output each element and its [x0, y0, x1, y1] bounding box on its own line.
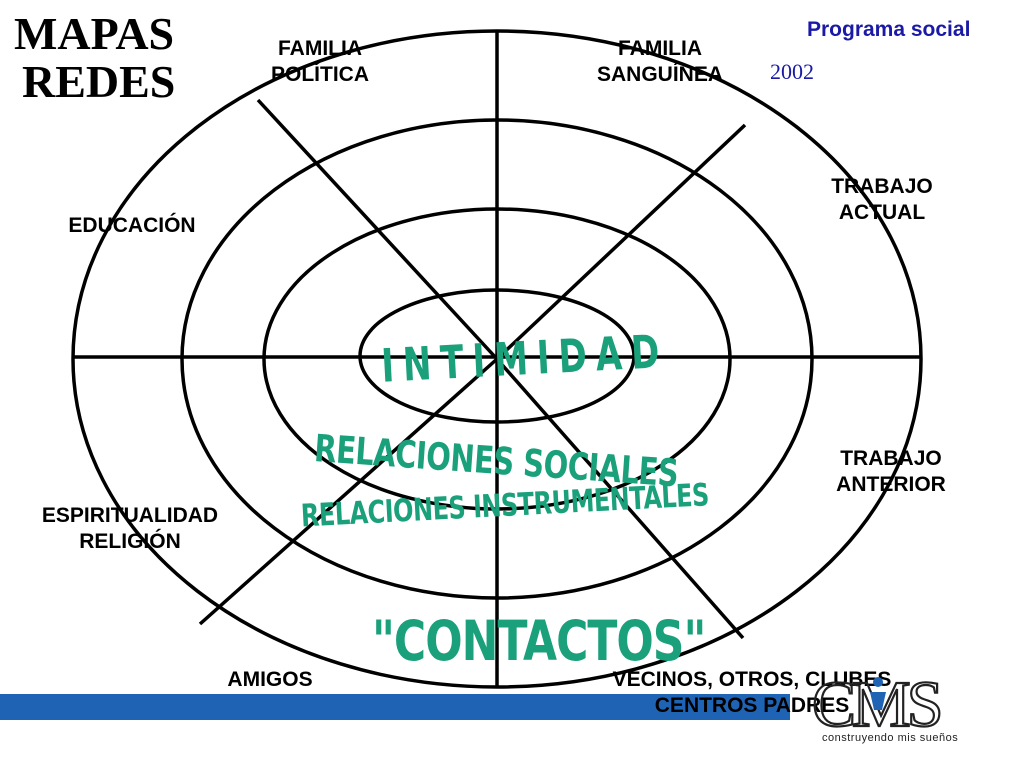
title-line-2: REDES	[22, 56, 176, 107]
sector-label-line: VECINOS, OTROS, CLUBES	[612, 668, 892, 691]
sector-label-line: CENTROS PADRES	[654, 694, 850, 717]
sector-familia-politica: FAMILIA POLÍTICA	[240, 36, 400, 88]
sector-vecinos: VECINOS, OTROS, CLUBES CENTROS PADRES	[572, 667, 932, 719]
ring-label-contactos: "CONTACTOS"	[372, 610, 706, 674]
sector-label-line: ACTUAL	[838, 201, 926, 224]
diagonal-bottom-left	[198, 357, 499, 626]
sector-label-line: FAMILIA	[278, 37, 362, 60]
sector-familia-sanguinea: FAMILIA SANGUÍNEA	[580, 36, 740, 88]
bottom-accent-bar	[0, 694, 790, 720]
sector-label-line: ANTERIOR	[836, 473, 946, 496]
sector-label-line: EDUCACIÓN	[68, 214, 196, 237]
sector-espiritualidad: ESPIRITUALIDAD RELIGIÓN	[20, 503, 240, 555]
sector-label-line: FAMILIA	[618, 37, 702, 60]
title-line-1: MAPAS	[14, 8, 175, 59]
logo-figure-head-icon	[873, 677, 883, 687]
program-year: 2002	[770, 59, 814, 84]
diagonal-bottom-right	[495, 357, 745, 640]
cms-logo-tagline: construyendo mis sueños	[822, 732, 959, 744]
diagonal-top-right	[495, 123, 747, 361]
sector-label-line: TRABAJO	[840, 447, 942, 470]
page-title: MAPAS REDES	[14, 10, 175, 106]
sector-trabajo-anterior: TRABAJO ANTERIOR	[811, 446, 971, 498]
sector-label-line: AMIGOS	[227, 668, 313, 691]
sector-label-line: SANGUÍNEA	[596, 63, 723, 86]
sector-label-line: RELIGIÓN	[79, 530, 181, 553]
sector-educacion: EDUCACIÓN	[52, 213, 212, 239]
cms-logo-mark: CMS	[812, 670, 945, 732]
sector-label-line: POLÍTICA	[271, 63, 369, 86]
logo-figure-body-icon	[870, 692, 886, 710]
sector-amigos: AMIGOS	[210, 667, 330, 693]
sector-label-line: ESPIRITUALIDAD	[41, 504, 219, 527]
sector-trabajo-actual: TRABAJO ACTUAL	[802, 174, 962, 226]
program-label: Programa social	[807, 18, 971, 41]
sector-label-line: TRABAJO	[831, 175, 933, 198]
diagonal-top-left	[256, 98, 499, 361]
cms-logo: CMS construyendo mis sueños	[812, 670, 988, 750]
